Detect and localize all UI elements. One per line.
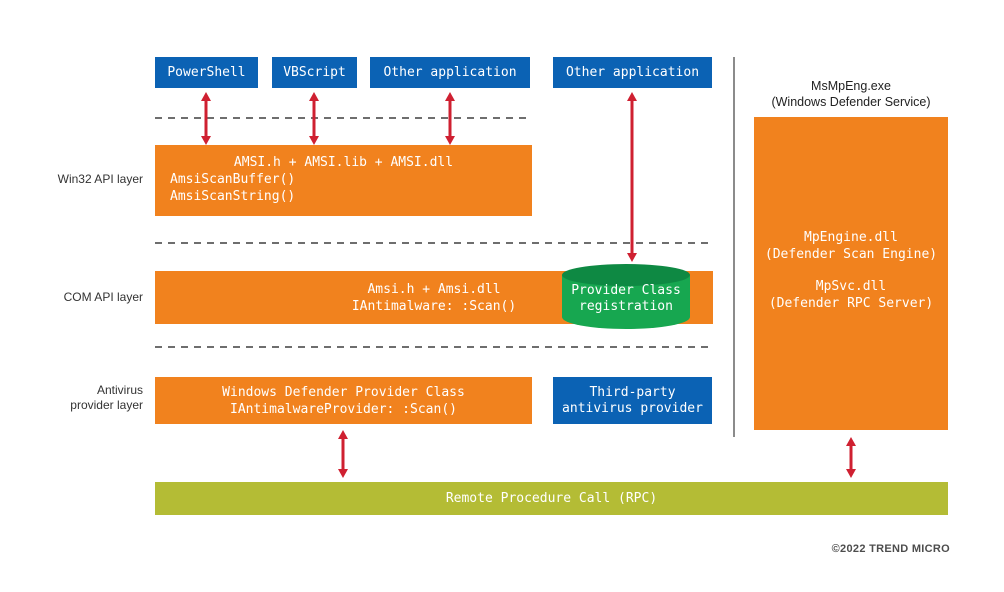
dashed-line-provider-boundary <box>155 346 712 348</box>
rpc-bar: Remote Procedure Call (RPC) <box>155 482 948 515</box>
layer-label-com: COM API layer <box>63 290 143 304</box>
win32-api-box: AMSI.h + AMSI.lib + AMSI.dll AmsiScanBuf… <box>155 145 532 216</box>
layer-label-antivirus: Antivirus provider layer <box>70 383 143 412</box>
rpc-bar-label: Remote Procedure Call (RPC) <box>445 491 658 506</box>
arrow-otherapp-registration <box>626 92 638 262</box>
arrow-msmpeng-rpc <box>845 437 857 478</box>
third-party-provider-box: Third-party antivirus provider <box>553 377 712 424</box>
win32-api-function: AmsiScanString() <box>170 189 296 204</box>
app-box-label: Other application <box>565 64 700 80</box>
arrow-powershell-amsi <box>200 92 212 145</box>
section-divider-line <box>733 57 735 437</box>
provider-class-registration-label: Provider Class registration <box>571 283 681 314</box>
arrow-defender-rpc <box>337 430 349 478</box>
defender-provider-text: Windows Defender Provider Class IAntimal… <box>222 384 465 417</box>
arrow-vbscript-amsi <box>308 92 320 145</box>
com-api-text: Amsi.h + Amsi.dll IAntimalware: :Scan() <box>351 282 517 314</box>
app-box-vbscript: VBScript <box>272 57 357 88</box>
defender-provider-box: Windows Defender Provider Class IAntimal… <box>155 377 532 424</box>
arrow-otherapp-amsi <box>444 92 456 145</box>
win32-api-function: AmsiScanBuffer() <box>170 172 296 187</box>
app-box-label: Other application <box>383 64 517 80</box>
app-box-other-application: Other application <box>370 57 530 88</box>
cylinder-shape <box>562 264 690 329</box>
msmpeng-box-text: MpEngine.dll (Defender Scan Engine) MpSv… <box>764 230 938 311</box>
msmpeng-subtitle: (Windows Defender Service) <box>771 95 931 109</box>
third-party-provider-text: Third-party antivirus provider <box>562 384 703 416</box>
app-box-powershell: PowerShell <box>155 57 258 88</box>
app-box-label: PowerShell <box>167 64 246 80</box>
dashed-line-win32-boundary <box>155 117 530 119</box>
win32-api-title: AMSI.h + AMSI.lib + AMSI.dll <box>233 155 454 170</box>
msmpeng-box: MpEngine.dll (Defender Scan Engine) MpSv… <box>754 117 948 430</box>
msmpeng-title: MsMpEng.exe (Windows Defender Service) <box>771 79 931 109</box>
app-box-other-application-com: Other application <box>553 57 712 88</box>
mpsvc-dll-label: MpSvc.dll <box>815 279 887 294</box>
dashed-line-com-boundary <box>155 242 712 244</box>
app-box-label: VBScript <box>283 64 346 80</box>
layer-label-win32: Win32 API layer <box>57 172 143 186</box>
provider-class-registration-cylinder: Provider Class registration <box>562 264 690 330</box>
copyright-text: ©2022 TREND MICRO <box>831 543 950 555</box>
mpengine-dll-label: MpEngine.dll <box>804 230 898 245</box>
